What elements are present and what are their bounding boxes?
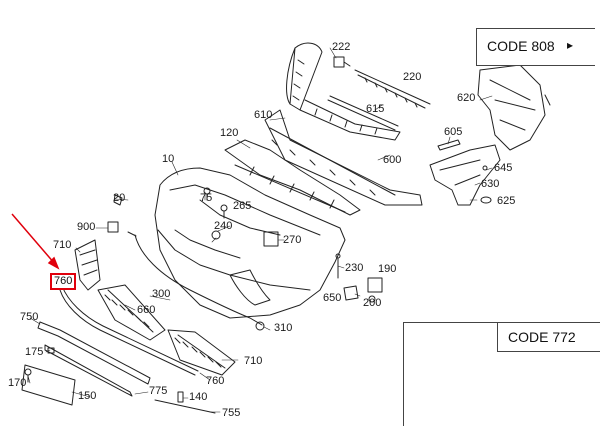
- clip-650: [343, 285, 359, 301]
- bracket-600: [224, 139, 361, 216]
- part-label-10: 10: [162, 153, 175, 165]
- part-label-755: 755: [222, 407, 241, 419]
- upper-bracket-610: [286, 42, 401, 141]
- part-label-615: 615: [366, 103, 385, 115]
- part-label-265: 265: [233, 200, 252, 212]
- strip-615: [327, 95, 399, 131]
- upper-trim-strip-220: [354, 69, 431, 109]
- part-label-605: 605: [444, 126, 463, 138]
- part-label-600: 600: [383, 154, 402, 166]
- part-label-610: 610: [254, 109, 273, 121]
- code-772-header: [497, 323, 600, 352]
- part-label-140: 140: [189, 391, 208, 403]
- part-label-220: 220: [403, 71, 422, 83]
- part-label-620: 620: [457, 92, 476, 104]
- part-label-200: 200: [363, 297, 382, 309]
- highlighted-part-760[interactable]: 760: [50, 273, 77, 290]
- clip-20: [113, 194, 123, 206]
- grille-710-right: [167, 329, 236, 376]
- part-label-710-right: 710: [244, 355, 263, 367]
- part-label-630: 630: [481, 178, 500, 190]
- part-label-650: 650: [323, 292, 342, 304]
- part-label-750: 750: [20, 311, 39, 323]
- part-label-222: 222: [332, 41, 351, 53]
- part-label-660: 660: [137, 304, 156, 316]
- screw-265: [220, 204, 228, 219]
- part-label-230: 230: [345, 262, 364, 274]
- clip-625: [480, 196, 492, 204]
- license-plate-base-150: [21, 364, 76, 406]
- part-label-240: 240: [214, 220, 233, 232]
- highlight-arrow: [11, 213, 60, 270]
- part-label-710-left: 710: [53, 239, 72, 251]
- side-bracket-620: [477, 64, 551, 151]
- grille-660: [97, 284, 166, 341]
- part-label-625: 625: [497, 195, 516, 207]
- part-label-20: 20: [113, 192, 126, 204]
- part-label-900: 900: [77, 221, 96, 233]
- clip-900: [107, 221, 119, 233]
- sensor-310: [255, 321, 265, 331]
- code-808-title: CODE 808: [487, 38, 555, 54]
- bumper-fog-opening: [229, 269, 271, 306]
- clip-175: [47, 347, 55, 354]
- part-label-300: 300: [152, 288, 171, 300]
- side-bracket-630: [429, 144, 501, 206]
- code-772-box: CODE 772: [403, 322, 600, 426]
- part-label-645: 645: [494, 162, 513, 174]
- part-label-120: 120: [220, 127, 239, 139]
- part-label-310: 310: [274, 322, 293, 334]
- part-label-190: 190: [378, 263, 397, 275]
- strip-760: [59, 285, 199, 376]
- clip-140: [177, 391, 184, 403]
- part-label-760: 760: [206, 375, 225, 387]
- holder-190: [367, 277, 383, 293]
- grille-710-left: [74, 239, 101, 291]
- code-808-arrow-icon: ▸: [567, 38, 574, 52]
- bracket-270: [263, 231, 279, 247]
- bolt-230: [335, 253, 341, 279]
- part-label-170: 170: [8, 377, 27, 389]
- trim-775: [44, 344, 133, 397]
- wire-harness-300: [127, 231, 263, 326]
- strip-755: [154, 399, 216, 414]
- screw-75: [203, 187, 211, 201]
- part-label-75: 75: [200, 192, 213, 204]
- clip-222: [333, 56, 351, 68]
- part-label-270: 270: [283, 234, 302, 246]
- part-label-150: 150: [78, 390, 97, 402]
- screw-200: [368, 295, 376, 303]
- part-label-175: 175: [25, 346, 44, 358]
- code-772-title: CODE 772: [508, 329, 576, 345]
- part-label-775: 775: [149, 385, 168, 397]
- code-808-box: CODE 808 ▸: [476, 28, 595, 66]
- trim-750: [37, 321, 151, 385]
- nut-240: [211, 230, 221, 240]
- bumper-cover-10: [154, 167, 346, 319]
- support-bar-120: [264, 109, 423, 206]
- clip-605: [437, 139, 461, 151]
